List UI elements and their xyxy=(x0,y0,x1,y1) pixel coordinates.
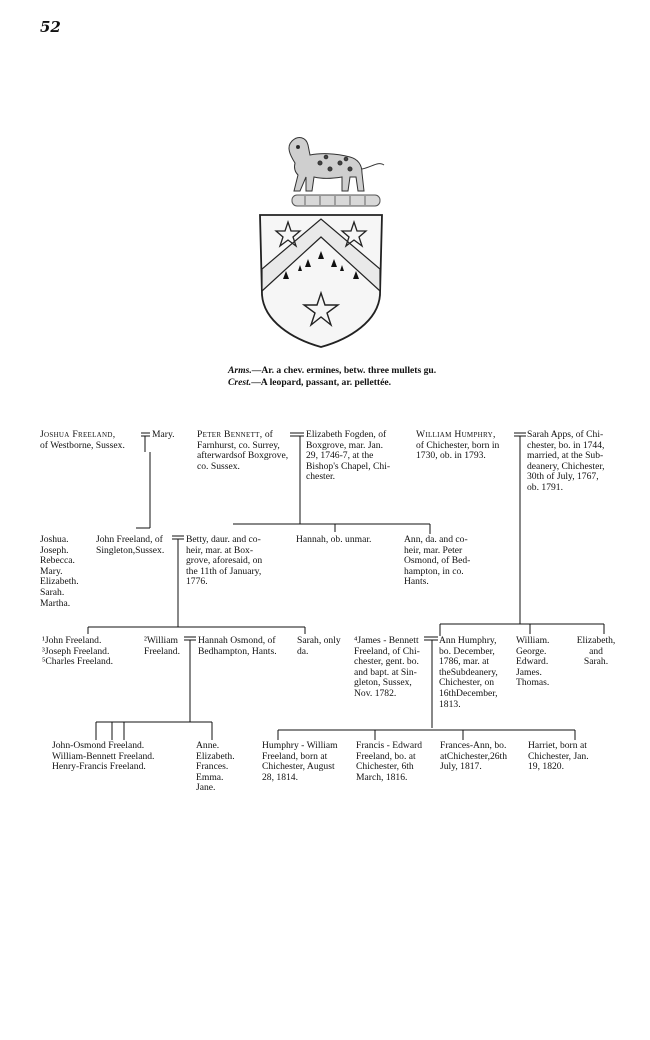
francis-edward-freeland-entry: Francis - Edward Freeland, bo. at Chiche… xyxy=(356,741,436,783)
harriet-entry: Harriet, born at Chichester, Jan. 19, 18… xyxy=(528,741,610,773)
elizabeth-sarah-entry: Elizabeth, and Sarah. xyxy=(570,636,622,668)
james-bennett-freeland-entry: ⁴James - Bennett Freeland, of Chi- chest… xyxy=(354,636,426,700)
sarah-apps-entry: Sarah Apps, of Chi- chester, bo. in 1744… xyxy=(527,430,627,494)
william-humphry-name: William Humphry, xyxy=(416,429,496,440)
peter-bennett-name: Peter Bennett, xyxy=(197,429,262,440)
peter-bennett-residence: Farnhurst, co. Surrey, afterwardsof Boxg… xyxy=(197,440,288,472)
betty-entry: Betty, daur. and co- heir, mar. at Box- … xyxy=(186,535,278,588)
joshua-freeland-entry: Joshua Freeland, of Westborne, Sussex. xyxy=(40,430,140,451)
ann-entry: Ann, da. and co- heir, mar. Peter Osmond… xyxy=(404,535,484,588)
frances-ann-entry: Frances-Ann, bo. atChichester,26th July,… xyxy=(440,741,522,773)
freeland-sons-list: ¹John Freeland. ³Joseph Freeland. ⁵Charl… xyxy=(42,636,142,668)
joshua-freeland-residence: of Westborne, Sussex. xyxy=(40,440,125,451)
william-humphry-entry: William Humphry, of Chichester, born in … xyxy=(416,430,516,462)
humphry-william-freeland-entry: Humphry - William Freeland, born at Chic… xyxy=(262,741,352,783)
william-humphry-details: of Chichester, born in 1730, ob. in 1793… xyxy=(416,440,499,462)
mary-entry: Mary. xyxy=(152,430,175,441)
peter-bennett-of: of xyxy=(265,429,273,440)
osmond-freeland-children: John-Osmond Freeland. William-Bennett Fr… xyxy=(52,741,192,773)
john-freeland-entry: John Freeland, of Singleton,Sussex. xyxy=(96,535,176,556)
freeland-daughters-list: Anne. Elizabeth. Frances. Emma. Jane. xyxy=(196,741,251,794)
hannah-entry: Hannah, ob. unmar. xyxy=(296,535,396,546)
joshua-freeland-name: Joshua Freeland, xyxy=(40,429,115,440)
william-freeland-entry: ²William Freeland. xyxy=(144,636,186,657)
humphry-sons-list: William. George. Edward. James. Thomas. xyxy=(516,636,561,689)
peter-bennett-entry: Peter Bennett, of Farnhurst, co. Surrey,… xyxy=(197,430,292,472)
joshua-children-list: Joshua. Joseph. Rebecca. Mary. Elizabeth… xyxy=(40,535,90,609)
hannah-osmond-entry: Hannah Osmond, of Bedhampton, Hants. xyxy=(198,636,293,657)
elizabeth-fogden-entry: Elizabeth Fogden, of Boxgrove, mar. Jan.… xyxy=(306,430,414,483)
ann-humphry-entry: Ann Humphry, bo. December, 1786, mar. at… xyxy=(439,636,507,710)
sarah-entry: Sarah, only da. xyxy=(297,636,352,657)
